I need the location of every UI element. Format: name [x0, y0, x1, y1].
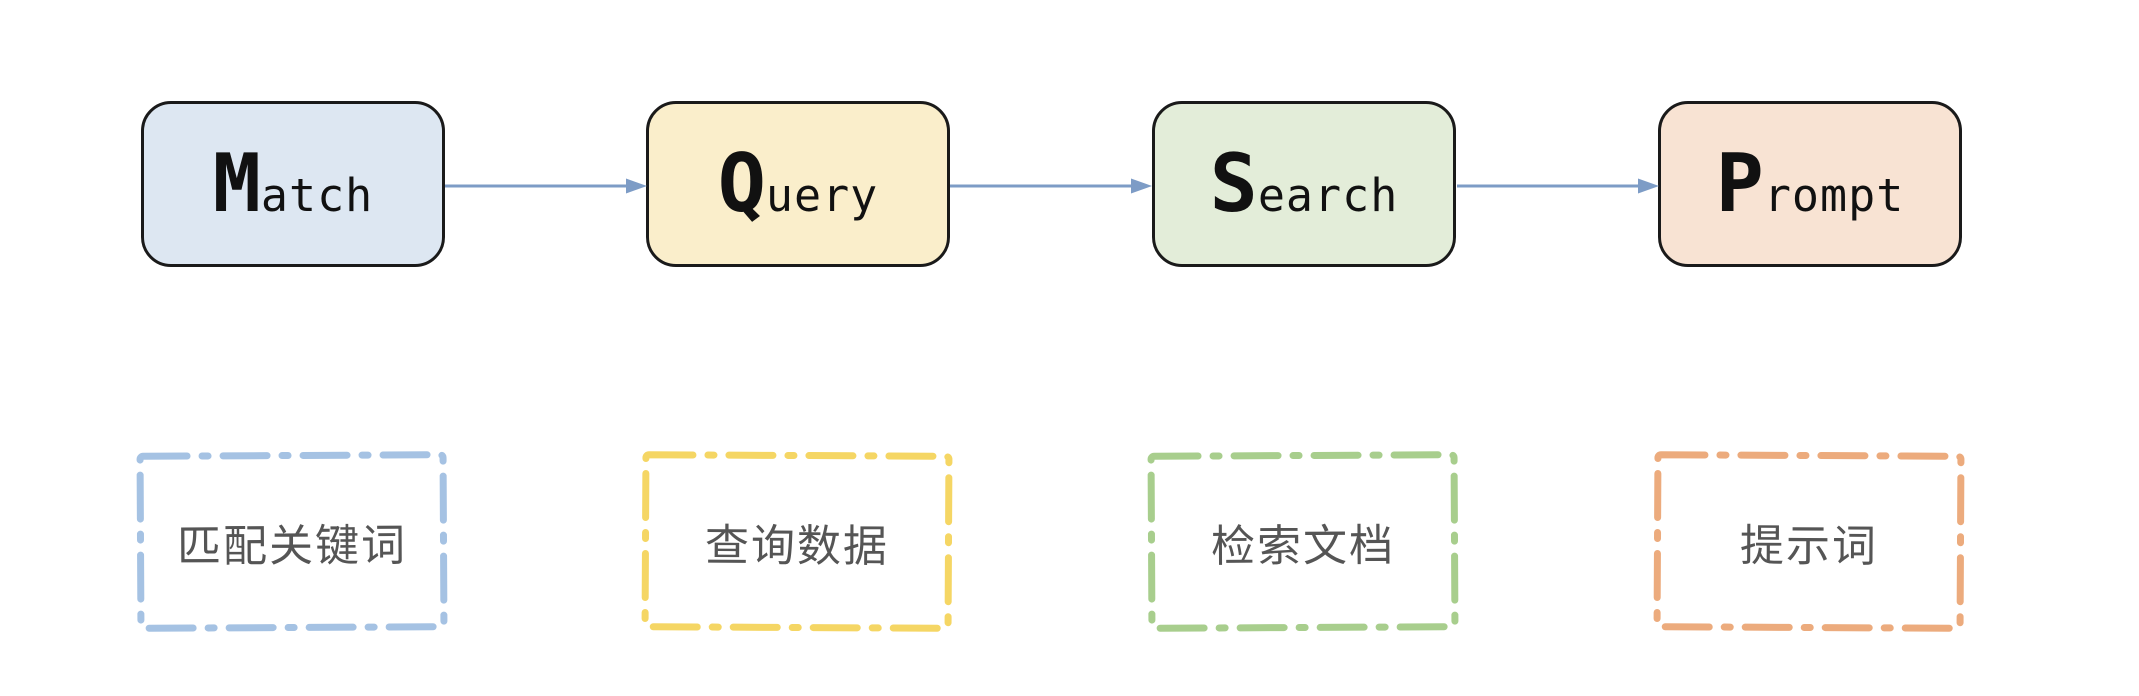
step-label-rest: atch: [260, 169, 374, 222]
caption-card-query: 查询数据: [641, 450, 954, 633]
caption-label-query: 查询数据: [704, 521, 890, 571]
step-label-rest: uery: [765, 169, 879, 222]
caption-label-match: 匹配关键词: [176, 520, 408, 572]
dashed-border: [1147, 451, 1459, 632]
step-label-rest: rompt: [1763, 169, 1905, 222]
dashed-border: [136, 451, 448, 632]
dashed-rect: [136, 451, 448, 632]
step-label-initial: Q: [717, 137, 766, 230]
caption-label-search: 检索文档: [1210, 521, 1396, 571]
step-label-rest: earch: [1257, 169, 1399, 222]
caption-card-search: 检索文档: [1147, 450, 1460, 633]
dashed-border: [641, 451, 953, 632]
arrow-search-to-prompt: [1457, 178, 1659, 194]
dashed-border: [1653, 451, 1965, 632]
arrow-match-to-query: [445, 178, 647, 194]
step-label-initial: M: [212, 137, 261, 230]
dashed-rect: [1653, 451, 1965, 632]
caption-card-match: 匹配关键词: [136, 450, 449, 633]
step-label-initial: P: [1715, 137, 1764, 230]
caption-label-prompt: 提示词: [1739, 521, 1879, 571]
arrow-head-icon: [1131, 178, 1152, 194]
arrow-head-icon: [626, 178, 647, 194]
arrow-query-to-search: [950, 178, 1152, 194]
arrow-head-icon: [1638, 178, 1659, 194]
dashed-rect: [1147, 451, 1459, 632]
caption-card-prompt: 提示词: [1653, 450, 1966, 633]
step-label-initial: S: [1209, 137, 1258, 230]
dashed-rect: [641, 451, 953, 632]
